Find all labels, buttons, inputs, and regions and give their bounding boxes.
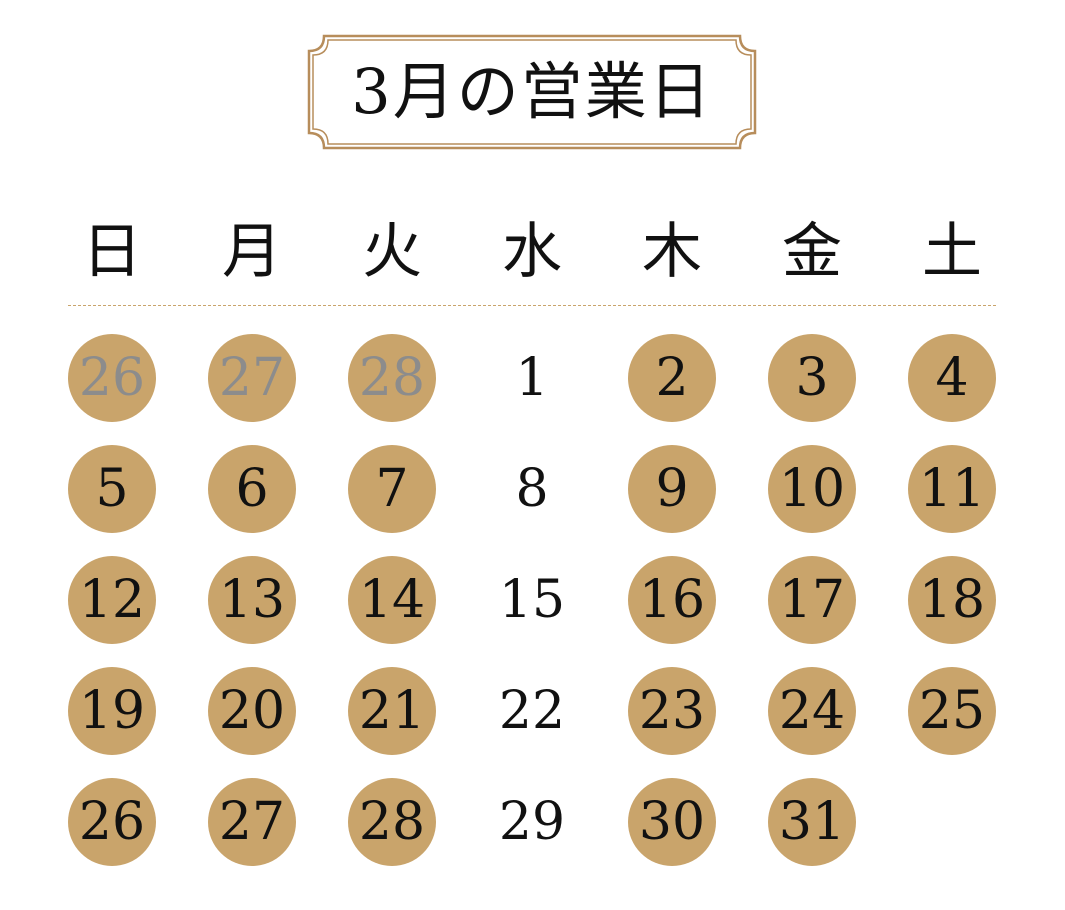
calendar-day-open: 9 bbox=[628, 445, 716, 533]
calendar-day-open: 28 bbox=[348, 334, 436, 422]
calendar-day-open: 6 bbox=[208, 445, 296, 533]
calendar-day-open: 13 bbox=[208, 556, 296, 644]
calendar-day-closed: 15 bbox=[498, 570, 566, 630]
calendar-day-open: 28 bbox=[348, 778, 436, 866]
calendar-day-open: 3 bbox=[768, 334, 856, 422]
page-title: 3月の営業日 bbox=[351, 55, 713, 128]
header-divider bbox=[68, 305, 996, 306]
weekday-saturday: 土 bbox=[922, 217, 982, 287]
weekday-sunday: 日 bbox=[82, 217, 142, 287]
weekday-wednesday: 水 bbox=[502, 217, 562, 287]
calendar-day-closed: 29 bbox=[498, 792, 566, 852]
calendar-day-open: 26 bbox=[68, 334, 156, 422]
title-frame: 3月の営業日 bbox=[306, 33, 758, 151]
calendar-day-open: 21 bbox=[348, 667, 436, 755]
calendar-day-open: 20 bbox=[208, 667, 296, 755]
calendar-day-open: 18 bbox=[908, 556, 996, 644]
calendar-day-closed: 8 bbox=[515, 459, 549, 519]
calendar-day-closed: 22 bbox=[498, 681, 566, 741]
calendar-day-open: 24 bbox=[768, 667, 856, 755]
calendar-day-open: 12 bbox=[68, 556, 156, 644]
weekday-header: 日 月 火 水 木 金 土 bbox=[42, 212, 1024, 292]
calendar-day-open: 25 bbox=[908, 667, 996, 755]
calendar-day-open: 17 bbox=[768, 556, 856, 644]
calendar-day-open: 23 bbox=[628, 667, 716, 755]
calendar-day-open: 16 bbox=[628, 556, 716, 644]
calendar-day-open: 26 bbox=[68, 778, 156, 866]
calendar-day-open: 7 bbox=[348, 445, 436, 533]
calendar-day-open: 14 bbox=[348, 556, 436, 644]
title-frame-border bbox=[307, 34, 757, 150]
calendar-day-open: 19 bbox=[68, 667, 156, 755]
calendar-day-closed: 1 bbox=[515, 348, 549, 408]
weekday-thursday: 木 bbox=[642, 217, 702, 287]
weekday-tuesday: 火 bbox=[362, 217, 422, 287]
calendar-day-open: 31 bbox=[768, 778, 856, 866]
weekday-friday: 金 bbox=[782, 217, 842, 287]
calendar-day-open: 4 bbox=[908, 334, 996, 422]
calendar-day-open: 10 bbox=[768, 445, 856, 533]
calendar-day-open: 27 bbox=[208, 334, 296, 422]
calendar-day-open: 27 bbox=[208, 778, 296, 866]
calendar-day-open: 2 bbox=[628, 334, 716, 422]
weekday-monday: 月 bbox=[222, 217, 282, 287]
calendar-day-open: 5 bbox=[68, 445, 156, 533]
calendar-day-open: 11 bbox=[908, 445, 996, 533]
calendar-day-open: 30 bbox=[628, 778, 716, 866]
